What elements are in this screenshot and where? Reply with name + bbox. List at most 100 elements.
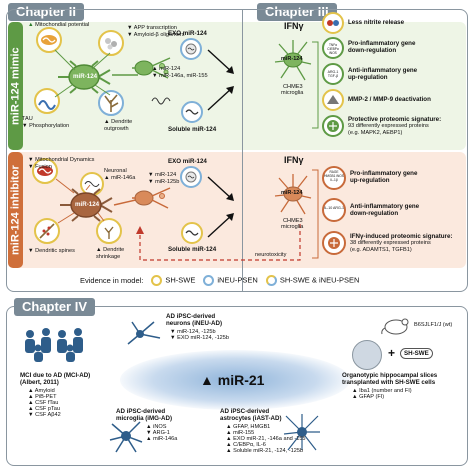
outcome-mimic-2-sub: down-regulation <box>348 47 397 54</box>
outgrowth-label: outgrowth <box>104 126 129 132</box>
neuronal-mir146a-label: ▲ miR-146a <box>104 175 136 181</box>
mci-item-5: ▼ CSF Aβ42 <box>28 412 61 418</box>
soluble-mimic-label: Soluble miR-124 <box>168 126 217 133</box>
ifn-mimic-label: IFNγ <box>284 21 304 31</box>
proteomic-inhibitor-icon <box>322 231 346 255</box>
chme3-mimic-label: CHME3 <box>283 84 303 90</box>
tau-phospho-label: ▼ Phosphorylation <box>22 123 70 129</box>
inhibitor-center-label: miR-124 <box>75 201 100 208</box>
chapter-iii-title: Chapter III <box>257 3 337 21</box>
outcome-mimic-4-title: MMP-2 / MMP-9 deactivation <box>348 96 431 103</box>
exo-mimic-icon <box>180 38 202 60</box>
mimic-side-label: miR-124 mimic <box>8 22 23 150</box>
pro-inflam-inhibitor-icon: RAGE HMGB1 iNOS IL-1β <box>322 166 346 190</box>
mimic-connectors <box>54 49 138 98</box>
exo-inhibitor-item-2: ▼ miR-125b <box>148 179 180 185</box>
inhibitor-microglia-icon <box>273 172 313 216</box>
anti-inflam-mimic-icon: ARG-1 TGF-β <box>322 63 344 85</box>
img-item-3: ▲ miR-146a <box>146 436 178 442</box>
neurotoxicity-label: neurotoxicity <box>255 252 287 258</box>
ineu-subtitle: neurons (iNEU-AD) <box>166 320 223 327</box>
mimic-microglia-mir-label: miR-124 <box>281 56 303 62</box>
microglia-mimic-label: microglia <box>281 90 304 96</box>
mito-dynamics-label: ▼ Mitochondrial Dynamics <box>28 157 95 163</box>
inhibitor-microglia-mir-label: miR-124 <box>281 190 303 196</box>
exo-mimic-label: EXO miR-124 <box>168 30 207 37</box>
mir21-cloud <box>120 350 350 410</box>
img-item-1: ▲ iNOS <box>146 424 167 430</box>
band-divider <box>242 22 243 268</box>
slices-item-2: ▲ GFAP (FI) <box>352 394 385 400</box>
outcome-inhibitor-1-sub: up-regulation <box>350 177 390 184</box>
iast-subtitle: astrocytes (iAST-AD) <box>220 415 282 422</box>
outcome-mimic-5-title: Protective proteomic signature: <box>348 116 442 123</box>
img-item-2: ▼ ARG-1 <box>146 430 170 436</box>
abeta-label: ▼ Amyloid-β oligomers <box>127 32 185 38</box>
neurotoxicity-arrow <box>136 224 301 261</box>
mouse-label: B6SJLF1/J (wt) <box>414 322 453 328</box>
mci-subtitle: (Albert, 2011) <box>20 379 59 386</box>
exo-inhibitor-label: EXO miR-124 <box>168 158 207 165</box>
neuronal-label: Neuronal <box>104 168 127 174</box>
outcome-inhibitor-3-sub: 38 differently expressed proteins <box>350 240 431 246</box>
mito-potential-label: ▲ Mitochondial potential <box>28 22 90 28</box>
fusion-label: ▼ Fusion <box>28 164 52 170</box>
nitrite-icon <box>322 12 344 34</box>
outcome-mimic-5-sub2: (e.g. MAPK2, AEBP1) <box>348 130 403 136</box>
mimic-arrows-icon <box>207 49 234 111</box>
shrinkage-label: shrinkage <box>96 254 121 260</box>
slices-subtitle: transplanted with SH-SWE cells <box>342 379 436 386</box>
mci-item-3: ▲ CSF fTau <box>28 400 59 406</box>
inhibitor-arrows-icon <box>207 176 234 238</box>
mci-title: MCI due to AD (MCI-AD) <box>20 372 91 379</box>
mci-people-icon <box>22 326 97 362</box>
outcome-inhibitor-1-title: Pro-inflammatory gene <box>350 170 418 177</box>
iast-item-5: ▲ Soluble miR-21, -124, -125b <box>226 448 304 454</box>
exo-inhibitor-item-1: ▼ miR-124 <box>148 172 177 178</box>
outcome-mimic-3-sub: up-regulation <box>348 74 388 81</box>
ineu-item-2: ▼ EXO miR-124, -125b <box>170 335 230 341</box>
slices-title: Organotypic hippocampal slices <box>342 372 438 379</box>
legend: Evidence in model: SH-SWE iNEU-PSEN SH-S… <box>80 273 359 287</box>
chme3-inhibitor-label: CHME3 <box>283 218 303 224</box>
mouse-icon <box>380 314 412 336</box>
outcome-inhibitor-3-sub2: (e.g. ADAMTS1, TGFB1) <box>350 247 412 253</box>
inhibitor-secreting-neuron <box>132 180 172 216</box>
anti-inflam-inhibitor-icon: IL-10 ARG-1 <box>322 198 346 222</box>
hippocampal-slice-icon <box>352 340 382 370</box>
spines-label: ▼ Dendritic spines <box>28 248 75 254</box>
ineu-title: AD iPSC-derived <box>166 313 216 320</box>
mir21-label: ▲ miR-21 <box>200 372 265 388</box>
ineu-item-1: ▼ miR-124, -125b <box>170 329 216 335</box>
outcome-mimic-3-title: Anti-inflammatory gene <box>348 67 418 74</box>
chapter-iv-frame <box>6 306 468 466</box>
dendrite-label: ▲ Dendrite <box>104 119 133 125</box>
proteomic-mimic-icon <box>322 115 344 137</box>
mimic-microglia-icon <box>273 38 313 82</box>
mci-item-2: ▲ PiB-PET <box>28 394 57 400</box>
spines-icon <box>34 218 60 244</box>
img-microglia-icon <box>108 418 144 454</box>
soluble-inhibitor-label: Soluble miR-124 <box>168 246 217 253</box>
chapter-iv-title: Chapter IV <box>14 298 96 316</box>
legend-item-ineu: iNEU-PSEN <box>203 274 258 286</box>
exo-mimic-item-1: ▲ miR-124 <box>152 66 181 72</box>
pro-inflam-mimic-icon: TNFα CIEBPα iNOS <box>322 37 344 59</box>
chapter-ii-iii-frame <box>6 9 468 292</box>
inhibitor-side-label: miR-124 inhibitor <box>8 152 23 268</box>
mmp-icon <box>322 89 344 111</box>
mimic-secreting-neuron <box>132 50 172 86</box>
soluble-mimic-icon <box>181 101 203 123</box>
iast-title: AD iPSC-derived <box>220 408 270 415</box>
mito-dynamics-icon <box>32 158 58 184</box>
outcome-mimic-5-sub: 93 differently expressed proteins <box>348 123 429 129</box>
mimic-bracket <box>312 41 319 129</box>
legend-label: Evidence in model: <box>80 275 144 285</box>
inhibitor-connectors <box>55 178 141 224</box>
iast-astrocyte-icon <box>282 412 322 452</box>
mimic-neuron <box>56 60 112 94</box>
img-subtitle: microglia (iMG-AD) <box>116 415 173 422</box>
iast-item-1: ▲ GFAP, HMGB1 <box>226 424 271 430</box>
inhibitor-bracket <box>312 169 319 259</box>
soluble-mimic-wave-icon <box>151 97 171 105</box>
